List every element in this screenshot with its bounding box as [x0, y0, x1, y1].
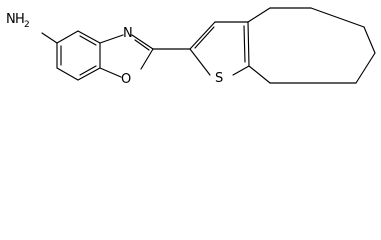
oxazole-nitrogen-label: N [123, 26, 133, 41]
bond-oxazole-double [134, 39, 150, 51]
structure-canvas: N H 2 N O S [0, 0, 381, 97]
bond-thiophene-1 [189, 21, 216, 50]
bond-benzene-3 [77, 67, 101, 81]
bond-amine-link [41, 32, 58, 44]
bond-benzene-double-3 [79, 35, 97, 46]
bond-benzene-double-2 [79, 65, 97, 76]
bond-thiophene-4 [232, 65, 250, 76]
bond-benzene-2 [56, 67, 79, 81]
bond-cycloheptane-1 [247, 7, 271, 23]
bond-oxazole-1 [99, 34, 124, 44]
bond-thiophene-double-1 [194, 26, 215, 49]
amine-hydrogen-count: 2 [24, 20, 30, 30]
bond-cycloheptane-7 [248, 65, 271, 84]
bond-cycloheptane-4 [363, 26, 376, 54]
bond-oxazole-2 [131, 34, 154, 50]
bond-thiophene-double-2 [243, 25, 246, 63]
atom-labels: N H 2 N O S [6, 12, 223, 87]
bond-set [41, 7, 376, 84]
thiophene-sulfur-label: S [215, 71, 223, 86]
bond-benzene-5 [77, 30, 101, 44]
bond-cycloheptane-3 [310, 7, 365, 28]
bond-thiophene-5 [189, 48, 211, 76]
bond-oxazole-4 [99, 67, 122, 78]
bond-benzene-6 [56, 30, 79, 44]
bond-thiophene-3 [247, 21, 250, 67]
bond-oxazole-3 [140, 48, 154, 70]
molecular-structure: N H 2 N O S [6, 7, 376, 87]
oxazole-oxygen-label: O [121, 72, 131, 87]
amine-nitrogen-label: N [6, 12, 16, 27]
amine-hydrogen-label: H [15, 12, 25, 27]
bond-cycloheptane-5 [355, 52, 376, 84]
